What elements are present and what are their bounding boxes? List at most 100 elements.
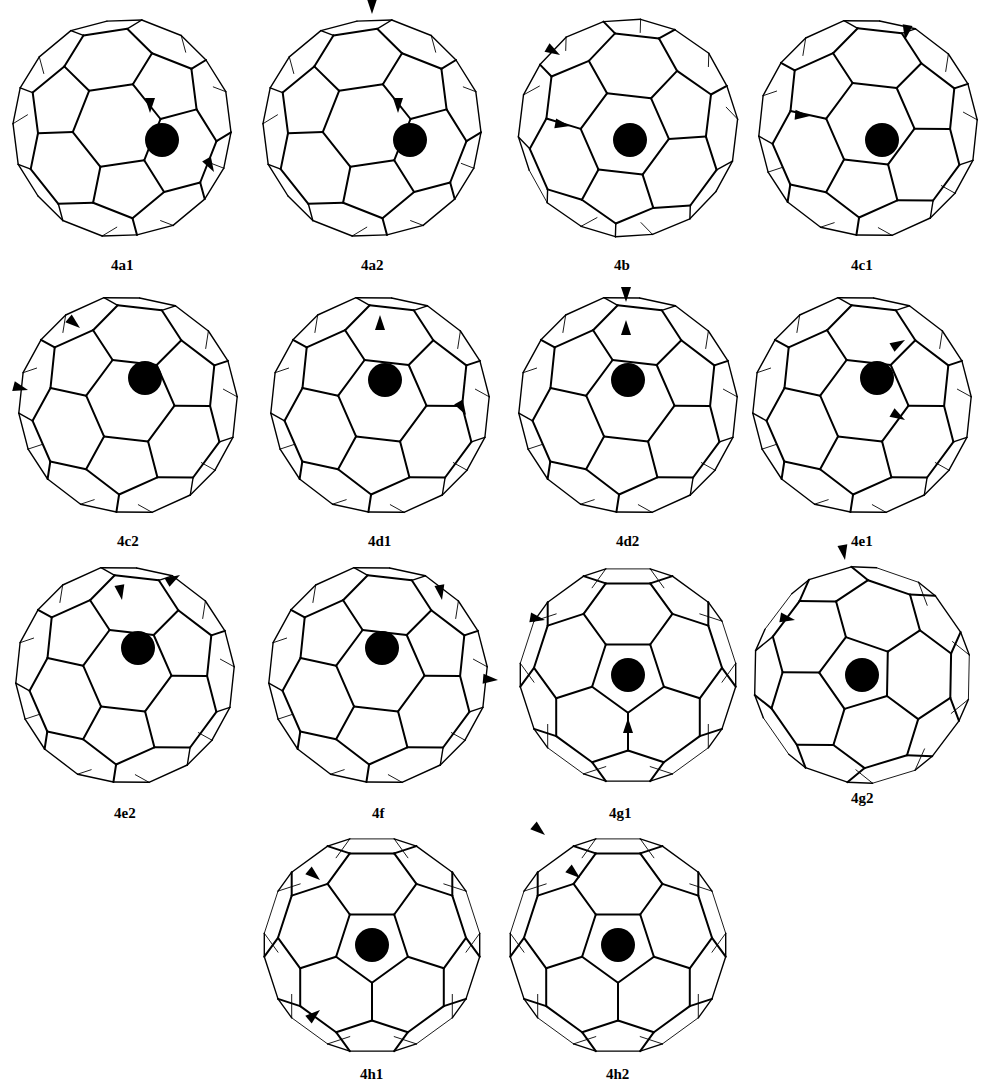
bond-line — [392, 20, 431, 36]
bond-line — [270, 88, 283, 93]
bond-line — [615, 224, 617, 237]
bond-line — [933, 165, 959, 201]
bond-line — [791, 70, 795, 111]
bond-line — [298, 732, 301, 750]
bond-line — [540, 65, 552, 77]
bond-line — [392, 298, 428, 306]
bond-line — [838, 298, 852, 306]
bond-line — [83, 29, 127, 36]
bond-line — [754, 651, 756, 695]
figure-label: 4f — [372, 805, 385, 822]
bond-line — [138, 505, 152, 513]
bond-line — [775, 340, 789, 348]
bond-line — [394, 853, 416, 884]
bond-line — [383, 84, 411, 119]
figure-label: 4a1 — [111, 257, 134, 274]
bond-line — [662, 846, 698, 872]
bond-line — [356, 297, 392, 299]
bond-line — [566, 22, 603, 38]
bond-line — [650, 614, 672, 645]
bond-line — [650, 645, 664, 687]
bond-line — [689, 968, 691, 1006]
bond-line — [336, 666, 354, 707]
bond-line — [443, 712, 469, 748]
bond-line — [89, 84, 133, 91]
bond-line — [30, 658, 48, 691]
bond-line — [116, 511, 152, 513]
bond-line — [653, 219, 690, 235]
bond-line — [133, 192, 165, 218]
bond-line — [617, 983, 619, 1021]
bond-line — [850, 511, 886, 513]
bond-line — [955, 160, 973, 193]
bond-line — [712, 938, 726, 957]
bond-line — [217, 132, 232, 141]
bond-line — [815, 504, 851, 512]
bond-line — [444, 938, 466, 969]
bond-line — [201, 463, 215, 471]
bond-line — [524, 896, 538, 938]
bond-line — [154, 635, 172, 676]
bond-line — [915, 340, 948, 365]
bond-line — [548, 614, 584, 626]
bond-line — [127, 20, 142, 29]
bond-line — [927, 442, 953, 478]
figure-label: 4a2 — [361, 257, 384, 274]
bond-line — [314, 35, 333, 66]
bond-line — [806, 21, 844, 38]
bond-line — [628, 751, 664, 763]
bond-line — [78, 774, 114, 782]
bond-line — [921, 63, 954, 88]
bond-line — [537, 872, 539, 895]
bond-line — [541, 340, 555, 348]
bond-line — [949, 437, 967, 470]
bond-line — [853, 477, 891, 494]
bond-line — [690, 938, 712, 969]
bond-line — [520, 621, 534, 663]
bond-line — [910, 595, 920, 631]
bond-line — [932, 721, 959, 757]
bond-line — [953, 642, 970, 655]
fullerene-cage — [264, 839, 479, 1051]
bond-line — [582, 200, 616, 224]
bond-line — [950, 129, 959, 165]
bond-line — [328, 1037, 350, 1044]
bond-line — [263, 124, 268, 165]
bond-line — [765, 594, 792, 630]
bond-line — [735, 663, 736, 686]
bond-line — [844, 159, 888, 164]
bond-line — [907, 719, 918, 755]
bond-line — [954, 84, 968, 89]
bond-line — [416, 846, 452, 872]
bond-line — [690, 884, 712, 891]
bond-line — [102, 227, 117, 236]
bond-line — [366, 781, 402, 783]
bond-line — [589, 61, 607, 93]
bond-line — [479, 933, 480, 956]
bond-line — [33, 93, 38, 134]
bond-line — [565, 37, 566, 50]
bond-line — [78, 770, 92, 775]
bond-line — [586, 396, 604, 437]
bond-line — [523, 340, 541, 373]
bond-line — [640, 853, 662, 884]
bond-line — [896, 310, 916, 340]
bond-line — [328, 853, 350, 884]
bond-line — [652, 495, 690, 512]
bond-line — [181, 36, 206, 61]
bond-line — [409, 365, 427, 406]
bond-line — [850, 495, 853, 513]
bond-line — [145, 676, 171, 712]
bond-line — [283, 658, 301, 691]
bond-line — [93, 305, 118, 330]
bond-line — [81, 504, 117, 512]
bond-line — [582, 839, 596, 858]
bond-line — [874, 298, 910, 306]
bond-line — [485, 397, 489, 438]
bond-line — [350, 914, 394, 916]
bond-line — [149, 765, 187, 782]
wedge-marker — [165, 575, 180, 587]
bond-line — [909, 306, 942, 331]
bond-line — [216, 707, 230, 712]
bond-line — [278, 896, 292, 938]
